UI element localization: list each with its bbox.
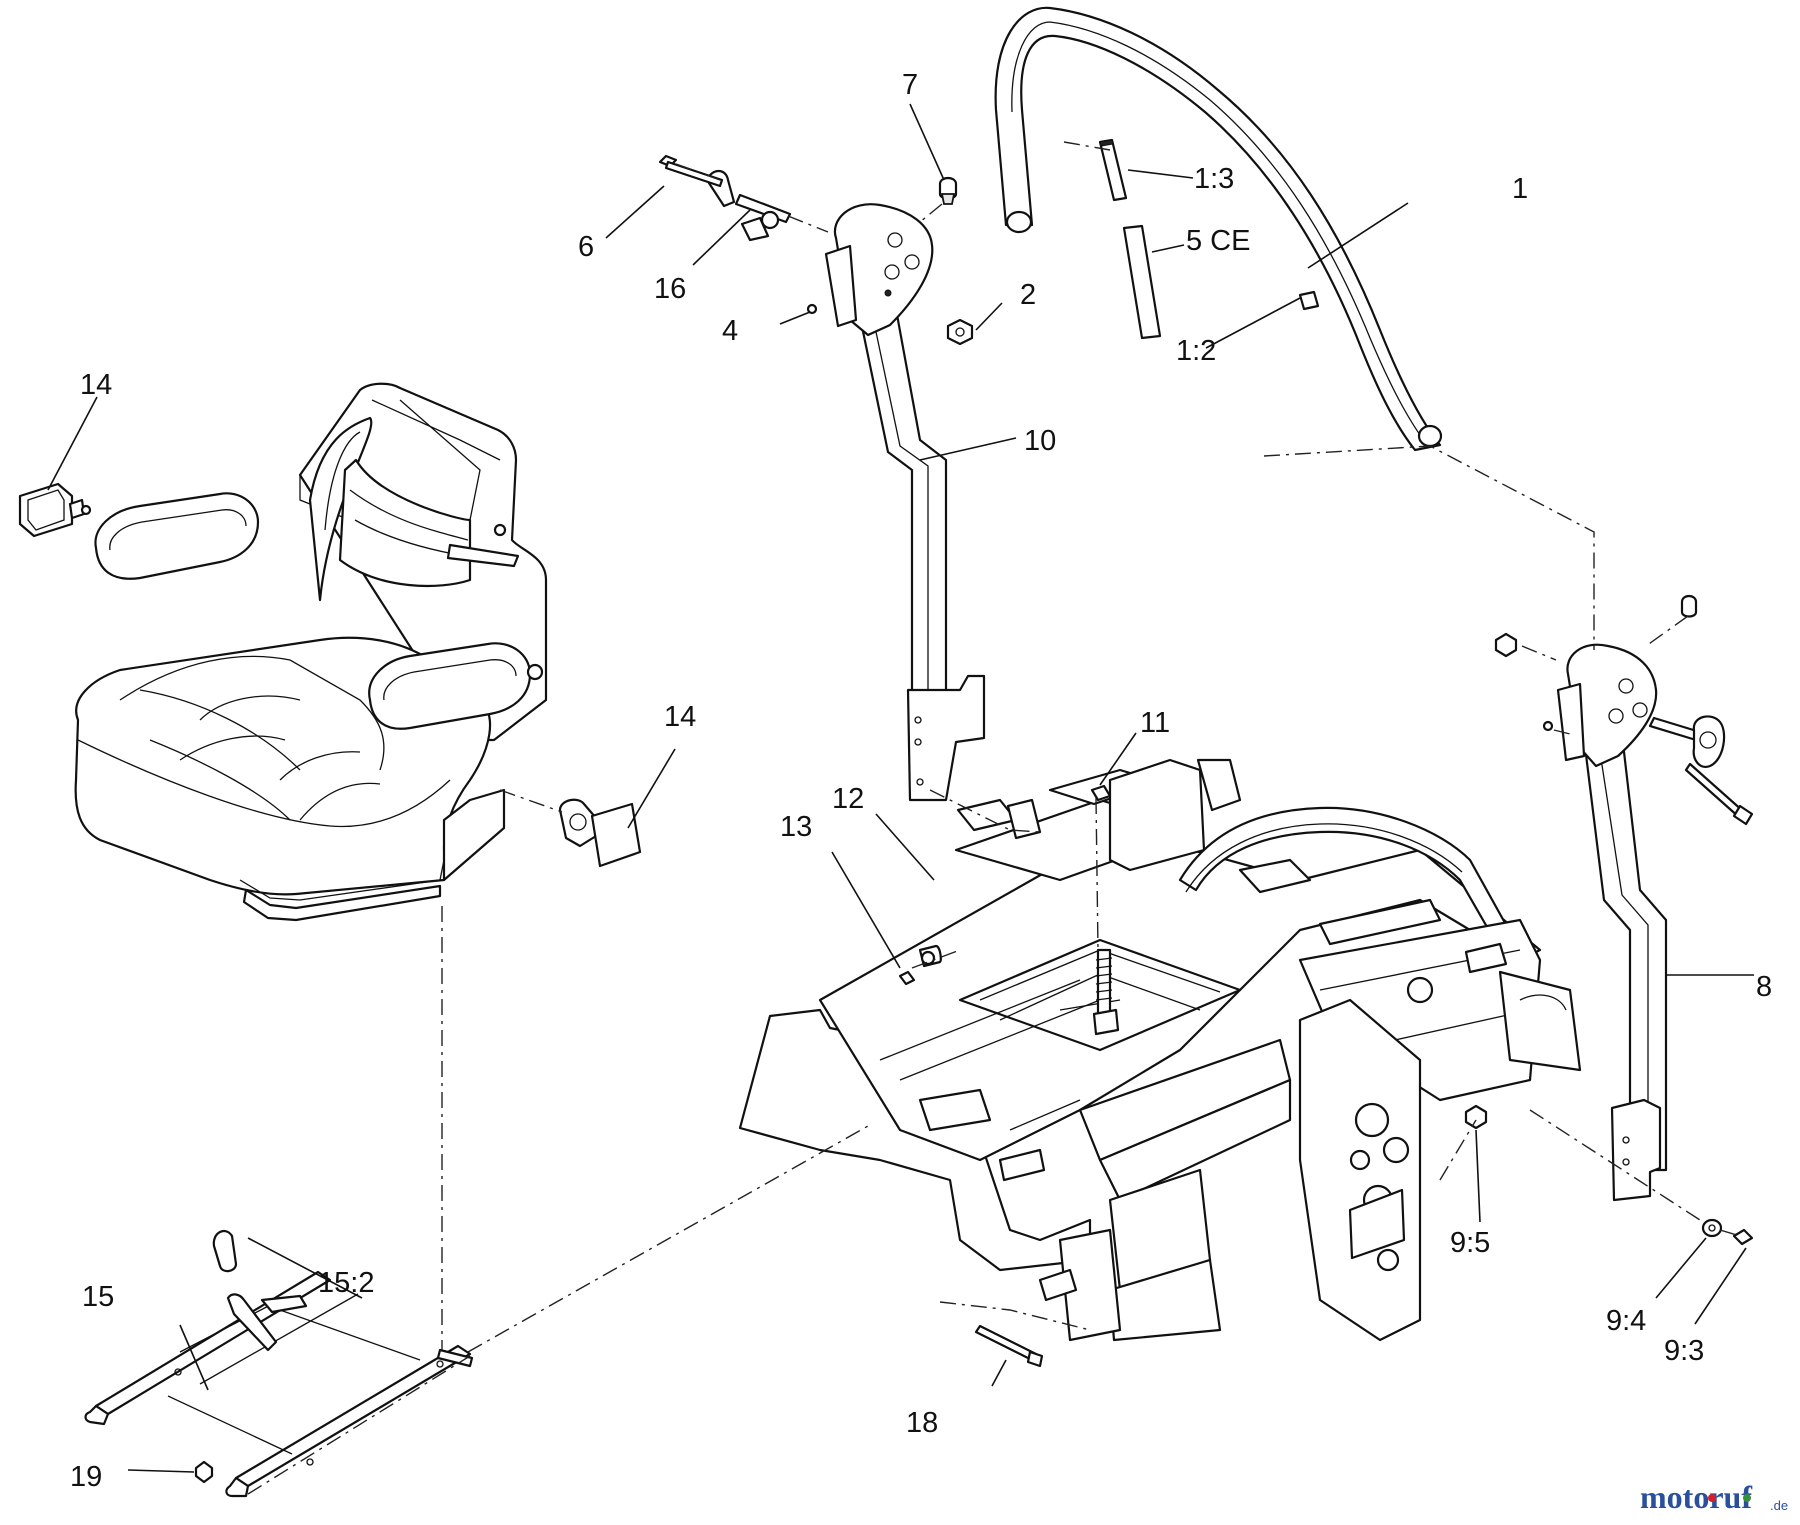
callout-1-3: 1:3 bbox=[1194, 163, 1234, 195]
callout-16: 16 bbox=[654, 273, 686, 305]
callout-1: 1 bbox=[1512, 173, 1528, 205]
bolt-9-3 bbox=[1732, 1228, 1754, 1246]
callout-12: 12 bbox=[832, 783, 864, 815]
watermark-logo: motoruf .de bbox=[1640, 1479, 1788, 1515]
leader-lines bbox=[47, 103, 1754, 1473]
callout-10: 10 bbox=[1024, 425, 1056, 457]
callout-8: 8 bbox=[1756, 971, 1772, 1003]
watermark-brand: motoruf bbox=[1640, 1479, 1752, 1515]
roll-bar-hoop bbox=[994, 6, 1443, 452]
callout-labels: 1 1:2 1:3 2 4 5 CE 6 7 8 9:3 9:4 9:5 10 … bbox=[70, 69, 1772, 1493]
callout-9-5: 9:5 bbox=[1450, 1227, 1490, 1259]
main-frame bbox=[738, 758, 1582, 1342]
callout-9-4: 9:4 bbox=[1606, 1305, 1646, 1337]
nut-2 bbox=[946, 318, 974, 346]
decal-5-ce bbox=[1122, 224, 1162, 340]
decal-1-2 bbox=[1298, 290, 1320, 311]
seat-belt-buckle-right bbox=[558, 798, 642, 868]
callout-14-left: 14 bbox=[80, 369, 112, 401]
callout-9-3: 9:3 bbox=[1664, 1335, 1704, 1367]
washer-9-4 bbox=[1701, 1218, 1723, 1238]
assembly-guide-lines bbox=[247, 141, 1741, 1495]
washer-4 bbox=[806, 303, 818, 315]
callout-2: 2 bbox=[1020, 279, 1036, 311]
callout-18: 18 bbox=[906, 1407, 938, 1439]
callout-4: 4 bbox=[722, 315, 738, 347]
callout-13: 13 bbox=[780, 811, 812, 843]
bolt-6 bbox=[658, 154, 724, 188]
callout-15: 15 bbox=[82, 1281, 114, 1313]
decal-1-3 bbox=[1098, 138, 1128, 202]
callout-19: 19 bbox=[70, 1461, 102, 1493]
callout-6: 6 bbox=[578, 231, 594, 263]
callout-14-right: 14 bbox=[664, 701, 696, 733]
watermark-tld: .de bbox=[1770, 1498, 1788, 1513]
right-roll-bar-upright bbox=[1494, 594, 1754, 1202]
seat-platform bbox=[84, 1229, 474, 1498]
callout-7: 7 bbox=[902, 69, 918, 101]
pin-18 bbox=[974, 1324, 1044, 1368]
callout-5-ce: 5 CE bbox=[1186, 225, 1250, 257]
callout-15-2: 15:2 bbox=[318, 1267, 374, 1299]
left-roll-bar-upright bbox=[824, 203, 986, 802]
seat bbox=[74, 382, 548, 922]
nut-7 bbox=[938, 176, 958, 205]
seat-belt-buckle-left bbox=[18, 482, 92, 538]
callout-11: 11 bbox=[1140, 707, 1170, 739]
callout-1-2: 1:2 bbox=[1176, 335, 1216, 367]
hitch-pin-16 bbox=[705, 169, 792, 242]
